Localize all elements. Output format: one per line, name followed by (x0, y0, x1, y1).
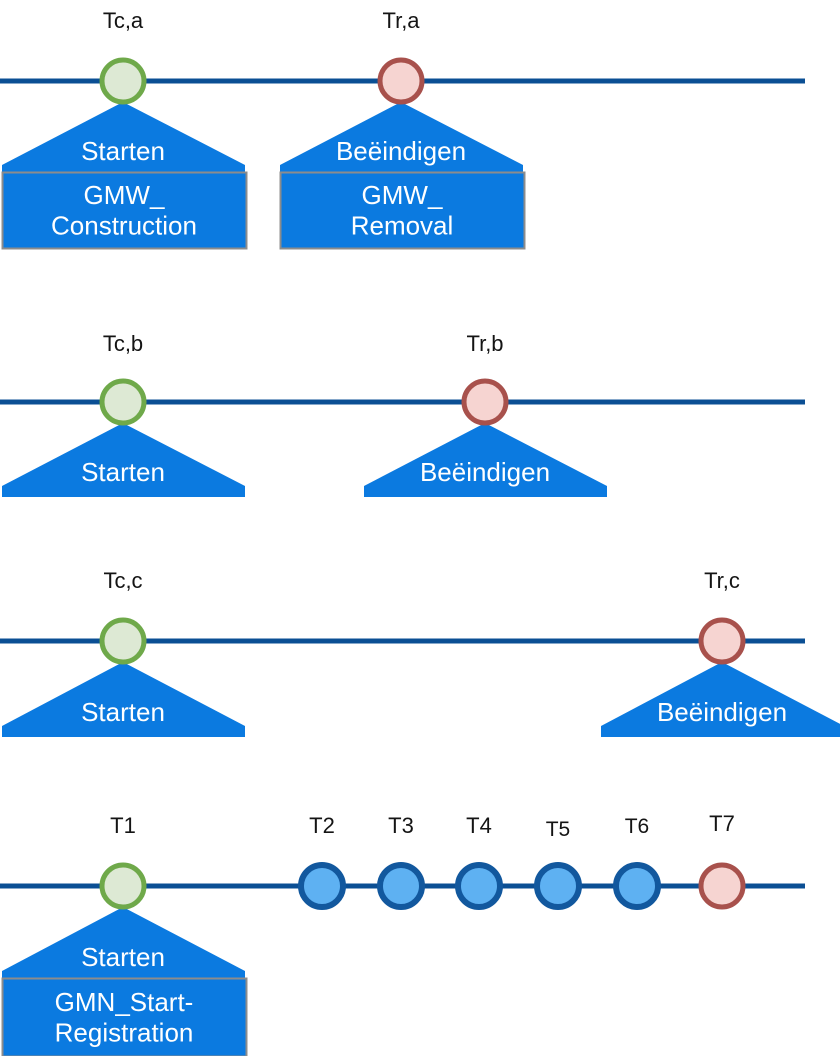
node-label-node-tc-b: Tc,b (103, 331, 143, 356)
node-label-node-t1: T1 (110, 813, 136, 838)
pentagon-shape-node-tc-c (2, 662, 245, 737)
shape-label-node-tr-c: Beëindigen (657, 697, 787, 727)
node-marker-node-tc-c[interactable] (99, 617, 147, 665)
node-marker-node-t4[interactable] (455, 862, 503, 910)
node-label-node-tr-c: Tr,c (704, 568, 740, 593)
node-marker-node-tc-b[interactable] (99, 378, 147, 426)
pentagon-shape-node-tr-b (364, 423, 607, 497)
node-label-node-t5: T5 (546, 818, 571, 841)
node-marker-node-t7[interactable] (698, 862, 746, 910)
node-label-node-t3: T3 (388, 813, 414, 838)
node-marker-node-t1[interactable] (99, 862, 147, 910)
node-marker-node-tc-a[interactable] (99, 57, 147, 105)
node-marker-node-t3[interactable] (377, 862, 425, 910)
box-label-line-node-tc-a: Construction (51, 211, 197, 241)
shape-label-node-tr-b: Beëindigen (420, 457, 550, 487)
shape-label-node-tc-a: Starten (81, 136, 165, 166)
node-label-node-t4: T4 (466, 813, 492, 838)
label-box-node-tc-a (1, 171, 248, 250)
node-label-node-tc-a: Tc,a (103, 8, 144, 33)
box-label-line-node-t1: GMN_Start- (55, 987, 194, 1017)
node-marker-node-tr-b[interactable] (461, 378, 509, 426)
timeline-row-row-a: StartenGMW_ConstructionBeëindigenGMW_Rem… (0, 8, 805, 250)
pentagon-shape-node-tr-a (280, 102, 523, 172)
pentagon-shape-node-t1 (2, 907, 245, 978)
box-label-line-node-t1: Registration (55, 1018, 194, 1048)
node-label-node-tr-a: Tr,a (382, 8, 420, 33)
box-label-line-node-tr-a: Removal (351, 211, 454, 241)
node-marker-node-tr-c[interactable] (698, 617, 746, 665)
pentagon-shape-node-tc-a (2, 102, 245, 172)
label-box-node-tr-a (279, 171, 526, 250)
node-marker-node-t6[interactable] (613, 862, 661, 910)
node-label-node-t7: T7 (709, 811, 735, 836)
label-box-node-t1 (1, 977, 248, 1056)
node-marker-node-t2[interactable] (298, 862, 346, 910)
box-label-line-node-tc-a: GMW_ (84, 180, 165, 210)
shape-label-node-tc-b: Starten (81, 457, 165, 487)
timeline-row-row-c: Starten Beëindigen Tc,c Tr,c (0, 568, 840, 737)
box-label-line-node-tr-a: GMW_ (362, 180, 443, 210)
pentagon-shape-node-tr-c (601, 662, 840, 737)
node-label-node-t2: T2 (309, 813, 335, 838)
node-label-node-tc-c: Tc,c (103, 568, 142, 593)
timeline-row-row-b: Starten Beëindigen Tc,b Tr,b (0, 331, 805, 497)
node-marker-node-t5[interactable] (534, 862, 582, 910)
pentagon-shape-node-tc-b (2, 423, 245, 497)
shape-label-node-tr-a: Beëindigen (336, 136, 466, 166)
node-label-node-tr-b: Tr,b (466, 331, 503, 356)
node-label-node-t6: T6 (625, 815, 650, 838)
shape-label-node-tc-c: Starten (81, 697, 165, 727)
node-marker-node-tr-a[interactable] (377, 57, 425, 105)
shape-label-node-t1: Starten (81, 942, 165, 972)
